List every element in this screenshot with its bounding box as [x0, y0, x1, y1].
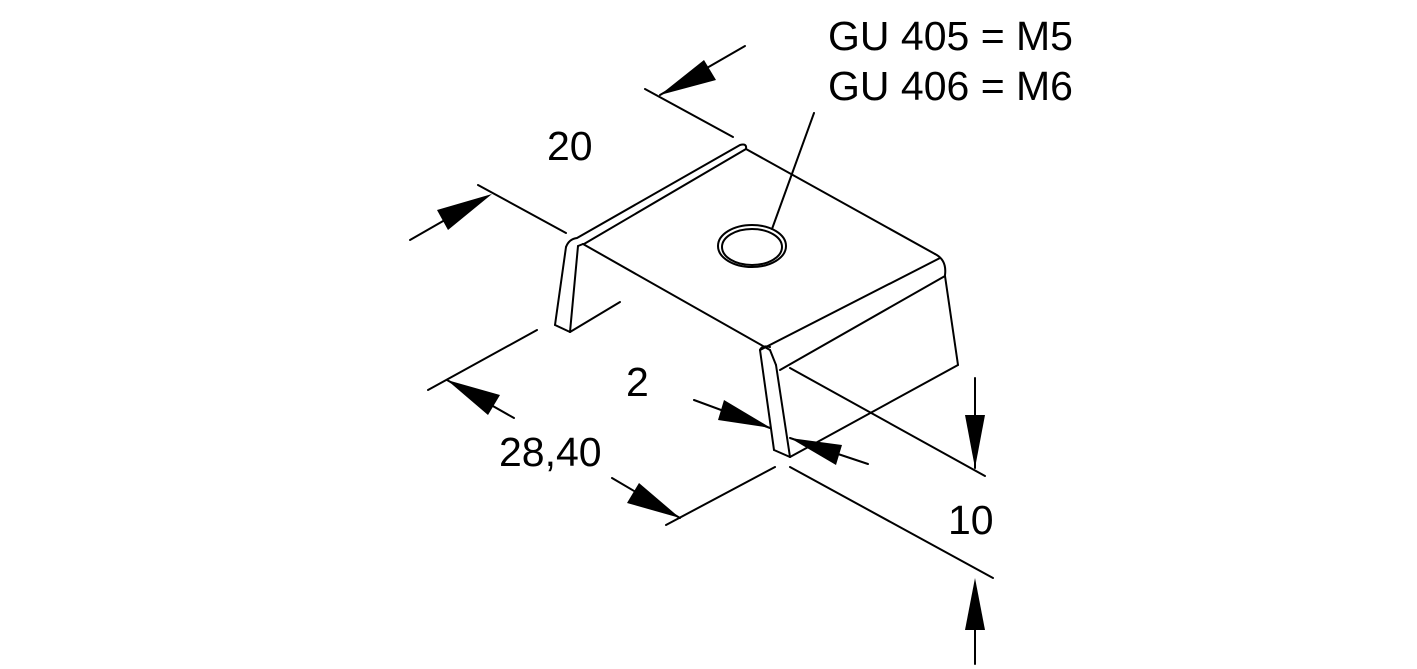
arrow-thickness-left [718, 400, 771, 428]
dimension-thickness [694, 400, 868, 464]
dimension-length [428, 330, 775, 525]
arrow-height-top [965, 415, 985, 468]
bracket-hole [718, 225, 786, 267]
model-label-gu406: GU 406 = M6 [828, 63, 1073, 109]
bracket-front-leg [760, 276, 958, 457]
dimension-length-label: 28,40 [499, 429, 602, 475]
dimension-height-label: 10 [948, 497, 994, 543]
dimension-thickness-label: 2 [626, 359, 649, 405]
arrow-length-right [627, 483, 680, 518]
bracket-top-plate [566, 145, 945, 371]
model-label-gu405: GU 405 = M5 [828, 13, 1073, 59]
dimension-width-label: 20 [547, 123, 593, 169]
model-leader-line [772, 113, 814, 229]
arrow-width-left [437, 194, 492, 230]
arrow-width-right [660, 60, 716, 95]
arrow-height-bottom [965, 578, 985, 630]
bracket-left-leg [555, 244, 620, 332]
arrow-thickness-right [790, 438, 842, 465]
arrow-length-left [447, 380, 500, 415]
